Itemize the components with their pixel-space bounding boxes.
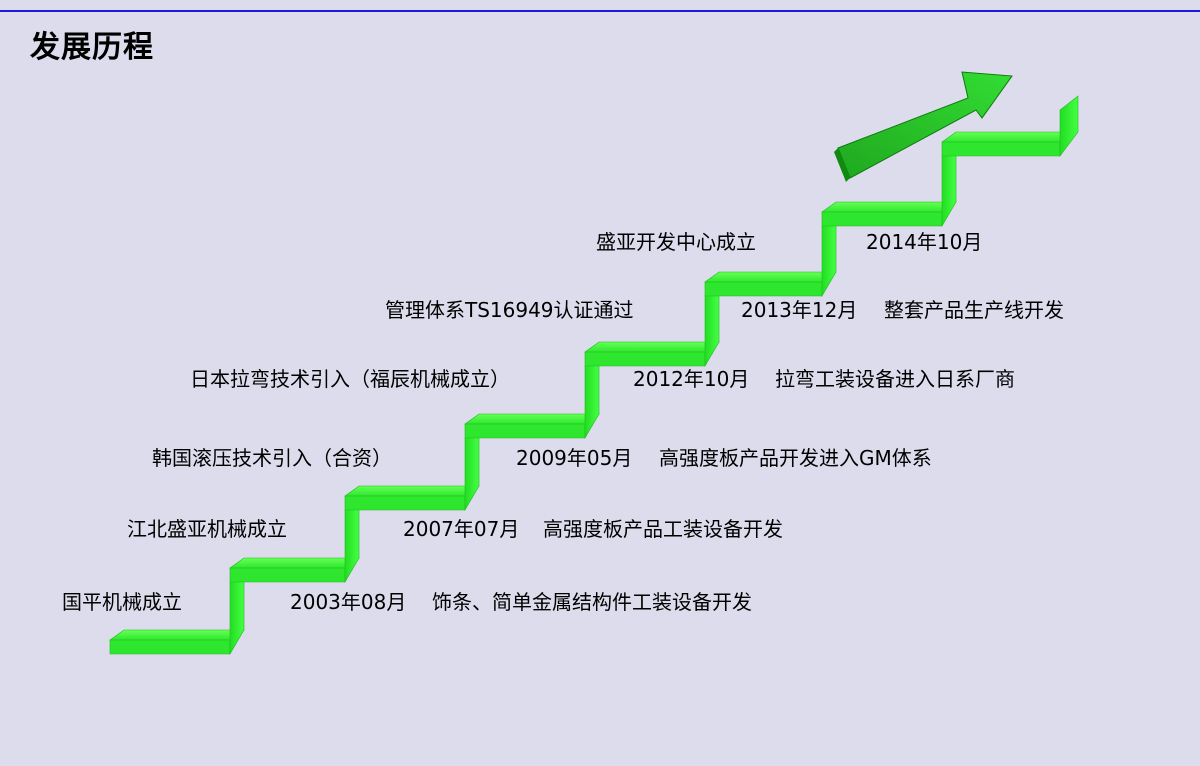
stair-riser — [1059, 95, 1079, 157]
stair-tread-front — [941, 141, 1061, 157]
stair-tread-front — [344, 495, 466, 511]
stair-riser — [344, 499, 360, 584]
stair-tread-front — [821, 211, 943, 227]
stair-tread — [344, 485, 480, 497]
stair-tread-front — [704, 281, 823, 297]
milestone-date: 2013年12月 — [741, 298, 858, 322]
milestone-date: 2012年10月 — [633, 367, 750, 391]
stair-riser — [821, 215, 837, 298]
milestone-event: 国平机械成立 — [62, 590, 182, 614]
milestone-event: 韩国滚压技术引入（合资） — [152, 446, 392, 470]
stair-riser — [464, 427, 480, 512]
stair-riser — [704, 285, 720, 368]
milestone-date: 2007年07月 — [403, 517, 520, 541]
milestone-desc: 饰条、简单金属结构件工装设备开发 — [432, 590, 752, 614]
stair-riser — [584, 355, 600, 440]
stair-tread — [821, 201, 957, 213]
stair-tread — [229, 557, 360, 569]
stair-tread-front — [109, 639, 231, 655]
stair-tread-front — [584, 351, 706, 367]
milestone-event: 盛亚开发中心成立 — [596, 230, 756, 254]
milestone-date: 2009年05月 — [516, 446, 633, 470]
milestone-desc: 高强度板产品工装设备开发 — [543, 517, 783, 541]
top-rule — [0, 10, 1200, 12]
milestone-date: 2014年10月 — [866, 230, 983, 254]
milestone-date: 2003年08月 — [290, 590, 407, 614]
stair-riser — [229, 571, 245, 656]
stair-tread-front — [464, 423, 586, 439]
stair-tread — [464, 413, 600, 425]
stair-steps — [109, 95, 1079, 656]
milestone-desc: 整套产品生产线开发 — [884, 298, 1064, 322]
milestone-desc: 拉弯工装设备进入日系厂商 — [775, 367, 1015, 391]
growth-arrow-icon — [834, 71, 1013, 182]
milestone-event: 江北盛亚机械成立 — [127, 517, 287, 541]
stair-riser — [941, 145, 957, 228]
stair-tread — [109, 629, 245, 641]
stair-tread — [704, 271, 837, 283]
page-title: 发展历程 — [30, 30, 154, 65]
stair-tread — [584, 341, 720, 353]
milestone-event: 日本拉弯技术引入（福辰机械成立） — [190, 367, 510, 391]
milestone-event: 管理体系TS16949认证通过 — [385, 298, 634, 322]
stair-tread-front — [229, 567, 346, 583]
stair-tread — [941, 131, 1075, 143]
milestone-desc: 高强度板产品开发进入GM体系 — [659, 446, 932, 470]
